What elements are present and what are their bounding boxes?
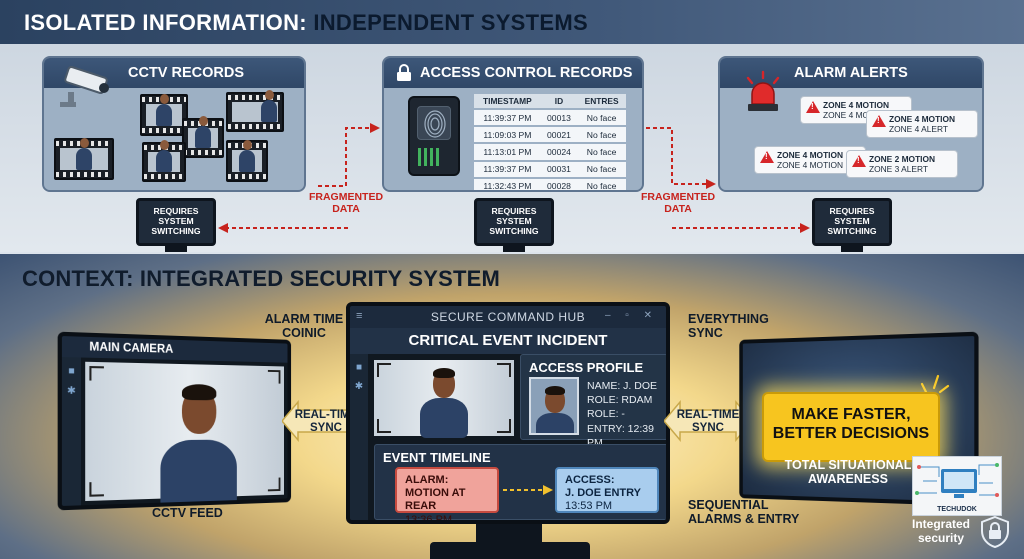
decision-callout: MAKE FASTER,BETTER DECISIONS <box>762 392 940 462</box>
person-figure <box>420 366 468 438</box>
video-icon: ■ <box>68 365 75 378</box>
col-entries: ENTRES <box>577 94 626 109</box>
access-control-title-text: ACCESS CONTROL RECORDS <box>420 65 633 81</box>
hub-subtitle: CRITICAL EVENT INCIDENT <box>350 328 666 354</box>
title-part-2: INDEPENDENT SYSTEMS <box>313 10 588 35</box>
profile-role: ROLE: RDAM <box>587 394 653 407</box>
gear-icon: ✱ <box>354 381 364 392</box>
title-part-1: ISOLATED INFORMATION: <box>24 10 307 35</box>
circuit-monitor-icon <box>915 463 999 498</box>
warning-icon <box>760 151 774 163</box>
event-timeline-title: EVENT TIMELINE <box>383 450 491 465</box>
hub-title: SECURE COMMAND HUB <box>430 310 586 324</box>
section-title-isolated: ISOLATED INFORMATION: INDEPENDENT SYSTEM… <box>0 0 1024 44</box>
video-icon: ■ <box>355 362 363 373</box>
window-controls[interactable]: – ▫ ✕ <box>604 310 658 321</box>
timeline-access-event[interactable]: ACCESS: J. DOE ENTRY 13:53 PM <box>555 467 659 513</box>
hub-camera-view <box>374 360 514 438</box>
profile-role-2: ROLE: - <box>587 408 625 421</box>
event-timeline: EVENT TIMELINE ALARM: MOTION AT REAR 13:… <box>374 444 666 520</box>
monitor-stand <box>476 524 542 544</box>
camera-feed-view <box>85 361 284 511</box>
cctv-clip <box>142 140 186 182</box>
shield-lock-icon <box>981 516 1009 548</box>
cctv-clip <box>54 138 114 180</box>
fragmented-connectors <box>218 123 810 233</box>
access-control-panel: ACCESS CONTROL RECORDS TIMESTAMP ID <box>382 56 644 192</box>
menu-icon[interactable]: ≡ <box>356 310 363 322</box>
cctv-records-panel: CCTV RECORDS <box>42 56 306 192</box>
secure-command-hub: SECURE COMMAND HUB – ▫ ✕ ≡ CRITICAL EVEN… <box>346 302 670 524</box>
section-title-integrated: CONTEXT: INTEGRATED SECURITY SYSTEM <box>22 266 501 291</box>
main-camera-screen: MAIN CAMERA ■ ✱ <box>57 331 292 511</box>
access-control-title: ACCESS CONTROL RECORDS <box>384 58 642 88</box>
padlock-icon <box>397 64 411 81</box>
profile-photo <box>529 377 579 435</box>
warning-icon <box>852 155 866 167</box>
warning-icon <box>806 101 820 113</box>
fingerprint-scanner-icon <box>408 96 460 176</box>
gear-icon: ✱ <box>67 385 76 398</box>
cctv-clip <box>182 116 224 158</box>
warning-icon <box>872 115 886 127</box>
sparkle-icon <box>920 374 950 394</box>
col-timestamp: TIMESTAMP <box>474 94 541 109</box>
cctv-clip <box>226 90 284 132</box>
cctv-clip <box>140 94 188 136</box>
main-camera-title: MAIN CAMERA <box>61 336 288 363</box>
logo-text: TECHUDOK <box>937 506 977 513</box>
monitor-base <box>430 542 590 559</box>
techudok-logo: TECHUDOK <box>912 456 1002 516</box>
profile-name: NAME: J. DOE <box>587 380 658 392</box>
col-id: ID <box>540 94 578 109</box>
access-profile-title: ACCESS PROFILE <box>529 360 644 375</box>
timeline-arrow <box>503 485 553 495</box>
person-figure <box>160 382 237 511</box>
isolated-systems-section: ISOLATED INFORMATION: INDEPENDENT SYSTEM… <box>0 0 1024 252</box>
cctv-clip <box>226 140 268 182</box>
access-profile-card: ACCESS PROFILE NAME: J. DOE ROLE: RDAM R… <box>520 354 666 449</box>
cctv-camera-icon <box>60 66 109 107</box>
alarm-siren-icon <box>746 70 780 111</box>
timeline-alarm-event[interactable]: ALARM: MOTION AT REAR 13:36 PM <box>395 467 499 520</box>
cctv-feed-label: CCTV FEED <box>152 506 223 520</box>
